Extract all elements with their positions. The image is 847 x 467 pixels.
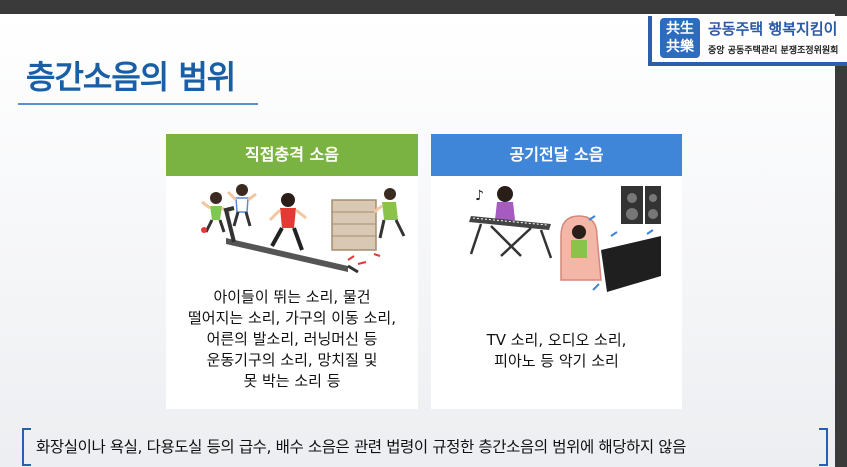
direct-impact-header: 직접충격 소음 (166, 134, 418, 176)
logo-organization: 중앙 공동주택관리 분쟁조정위원회 (708, 46, 839, 56)
description-line: 아이들이 뛰는 소리, 물건 (213, 288, 371, 306)
description-line: 떨어지는 소리, 가구의 이동 소리, (187, 309, 396, 327)
children-running-illustration (201, 184, 406, 274)
direct-impact-panel: 직접충격 소음 (166, 134, 418, 409)
description-line: 운동기구의 소리, 망치질 및 (206, 351, 378, 369)
logo-badge-icon: 共生 共樂 (660, 18, 700, 58)
description-line: 어른의 발소리, 러닝머신 등 (206, 330, 378, 348)
badge-line: 共生 (666, 21, 694, 37)
airborne-noise-panel: 공기전달 소음 ♪ TV 소리, 오디오 소리, (431, 134, 682, 409)
logo-brand: 공동주택 행복지킴이 (708, 20, 838, 38)
airborne-noise-description: TV 소리, 오디오 소리, 피아노 등 악기 소리 (431, 330, 682, 372)
organization-logo: 共生 共樂 공동주택 행복지킴이 중앙 공동주택관리 분쟁조정위원회 (648, 16, 847, 66)
footnote-text: 화장실이나 욕실, 다용도실 등의 급수, 배수 소음은 관련 법령이 규정한 … (36, 438, 687, 456)
title-underline (18, 103, 258, 105)
slide: 층간소음의 범위 직접충격 소음 (0, 14, 835, 467)
left-bracket (22, 428, 31, 466)
piano-and-tv-illustration: ♪ (469, 186, 661, 292)
description-line: 피아노 등 악기 소리 (494, 352, 619, 370)
footnote-box: 화장실이나 욕실, 다용도실 등의 급수, 배수 소음은 관련 법령이 규정한 … (22, 428, 828, 466)
description-line: TV 소리, 오디오 소리, (486, 331, 627, 349)
direct-impact-description: 아이들이 뛰는 소리, 물건 떨어지는 소리, 가구의 이동 소리, 어른의 발… (166, 287, 418, 392)
description-line: 못 박는 소리 등 (243, 372, 341, 390)
page-title: 층간소음의 범위 (26, 58, 236, 96)
right-bracket (819, 428, 828, 466)
airborne-noise-header: 공기전달 소음 (431, 134, 682, 176)
svg-text:♪: ♪ (475, 188, 484, 204)
badge-line: 共樂 (666, 39, 694, 55)
